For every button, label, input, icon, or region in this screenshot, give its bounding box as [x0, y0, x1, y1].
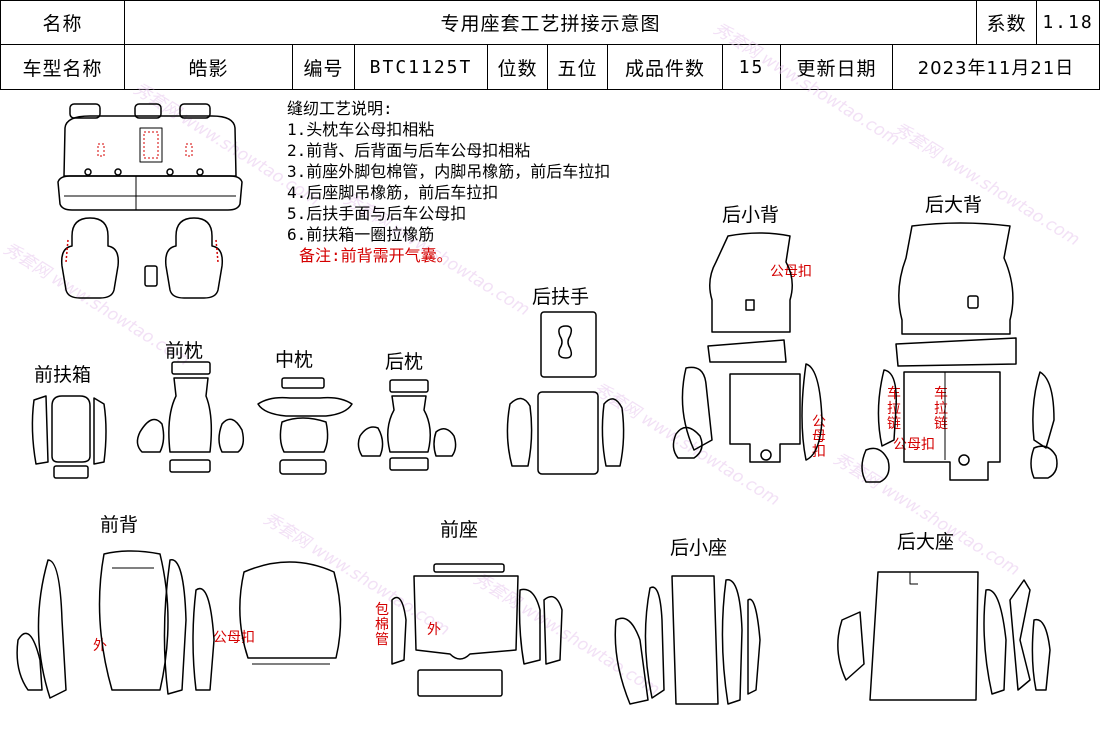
notes-title: 缝纫工艺说明:	[287, 99, 393, 118]
label-front-seat: 前座	[440, 519, 479, 541]
annotation-cotton-tube: 包棉管	[375, 602, 389, 648]
seat-value: 五位	[548, 45, 608, 90]
front-back-pieces	[16, 550, 342, 699]
annotation-zipper: 车拉链	[887, 386, 901, 432]
seat-label: 位数	[488, 45, 548, 90]
update-label: 更新日期	[781, 45, 893, 90]
code-label: 编号	[293, 45, 355, 90]
note-item: 1.头枕车公母扣相粘	[287, 120, 435, 139]
rear-armrest-pieces	[506, 311, 625, 475]
note-item: 5.后扶手面与后车公母扣	[287, 204, 467, 223]
note-item: 6.前扶箱一圈拉橡筋	[287, 225, 435, 244]
rear-small-back-pieces	[672, 232, 823, 463]
label-rear-small-back: 后小背	[722, 204, 780, 226]
label-front-armbox: 前扶箱	[34, 364, 92, 386]
header-table: 名称 专用座套工艺拼接示意图 系数 1.18 车型名称 皓影 编号 BTC112…	[0, 0, 1100, 90]
label-rear-small-seat: 后小座	[670, 537, 728, 559]
label-rear-headrest: 后枕	[385, 351, 424, 373]
airbag-remark: 备注:前背需开气囊。	[299, 246, 453, 265]
code-value: BTC1125T	[355, 45, 488, 90]
model-value: 皓影	[125, 45, 293, 90]
annotation-outer: 外	[427, 622, 441, 638]
front-headrest-pieces	[136, 361, 245, 473]
label-front-headrest: 前枕	[165, 340, 204, 362]
note-item: 3.前座外脚包棉管，内脚吊橡筋，前后车拉扣	[287, 162, 611, 181]
front-armbox-pieces	[31, 395, 107, 479]
label-front-back: 前背	[100, 514, 139, 536]
front-seat-pieces	[391, 563, 563, 697]
rear-bench-diagram	[57, 103, 243, 211]
annotation-snap: 公母扣	[213, 630, 255, 646]
label-mid-headrest: 中枕	[275, 349, 314, 371]
pieces-value: 15	[723, 45, 781, 90]
note-item: 4.后座脚吊橡筋，前后车拉扣	[287, 183, 499, 202]
label-rear-big-seat: 后大座	[897, 531, 955, 553]
label-rear-armrest: 后扶手	[532, 286, 590, 308]
document-title: 专用座套工艺拼接示意图	[125, 0, 977, 45]
note-item: 2.前背、后背面与后车公母扣相粘	[287, 141, 531, 160]
rear-headrest-pieces	[357, 379, 457, 471]
coef-label: 系数	[977, 0, 1037, 45]
rear-big-seat-pieces	[837, 571, 1051, 701]
sewing-notes: 缝纫工艺说明: 1.头枕车公母扣相粘 2.前背、后背面与后车公母扣相粘 3.前座…	[287, 98, 610, 266]
label-rear-big-back: 后大背	[925, 194, 983, 216]
model-label: 车型名称	[0, 45, 125, 90]
pieces-label: 成品件数	[608, 45, 723, 90]
rear-big-back-pieces	[861, 222, 1058, 483]
name-label: 名称	[0, 0, 125, 45]
rear-small-seat-pieces	[614, 575, 761, 705]
mid-headrest-pieces	[257, 377, 353, 475]
front-seats-diagram	[60, 217, 224, 299]
